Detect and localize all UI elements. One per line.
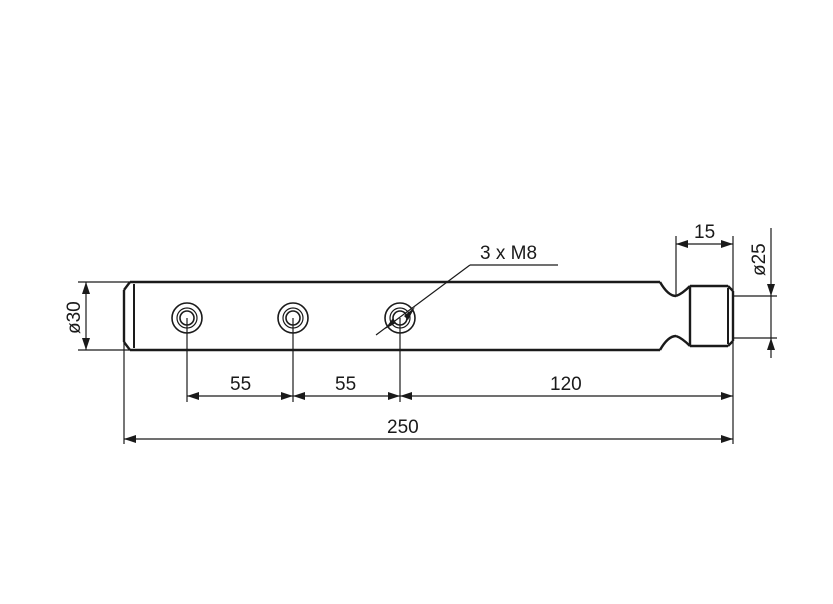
shaft-outline [122,280,735,352]
extension-lines [78,236,777,444]
dim-end-length-label: 15 [694,222,715,243]
thread-callout-leader [375,264,558,336]
dim-spacing-3-label: 120 [550,374,582,395]
dim-right-diameter-label: ø25 [749,243,770,276]
thread-callout-label: 3 x M8 [480,243,537,264]
dim-spacing-2-label: 55 [335,374,356,395]
dim-overall [124,435,733,443]
dim-overall-label: 250 [387,417,419,438]
dim-end-length [676,240,733,248]
dim-left-diameter [82,282,90,350]
dim-spacing-1-label: 55 [230,374,251,395]
dim-right-diameter [767,228,775,358]
dim-chain [187,392,733,400]
dim-left-diameter-label: ø30 [64,301,85,334]
